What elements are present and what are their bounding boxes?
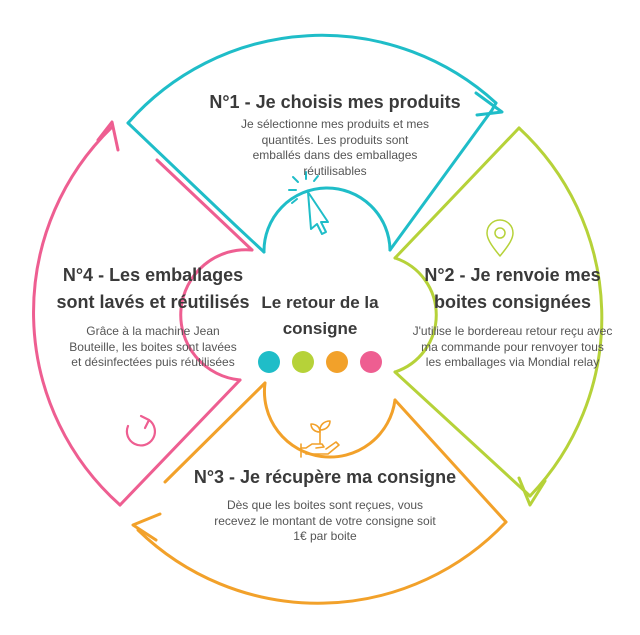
- step-4-title: N°4 - Les emballages sont lavés et réuti…: [56, 265, 250, 312]
- dot-pink: [360, 351, 382, 373]
- step-3-text: Dès que les boites sont reçues, vous rec…: [214, 498, 436, 543]
- dot-lime: [292, 351, 314, 373]
- step-4-text: Grâce à la machine Jean Bouteille, les b…: [69, 324, 237, 369]
- step-4-block: N°4 - Les emballages sont lavés et réuti…: [48, 262, 258, 371]
- step-1-title: N°1 - Je choisis mes produits: [209, 92, 461, 112]
- step-2-block: N°2 - Je renvoie mes boites consignées J…: [405, 262, 620, 371]
- quadrant-2-outline: [393, 126, 604, 507]
- step-2-title: N°2 - Je renvoie mes boites consignées: [424, 265, 601, 312]
- quadrant-1-outline: [126, 33, 504, 254]
- step-1-block: N°1 - Je choisis mes produits Je sélecti…: [185, 92, 485, 179]
- refresh-icon: [125, 414, 156, 447]
- dot-orange: [326, 351, 348, 373]
- step-3-block: N°3 - Je récupère ma consigne Dès que le…: [175, 467, 475, 545]
- quadrant-4-outline: [32, 120, 254, 507]
- color-dots: [258, 351, 382, 373]
- cursor-click-icon: [288, 171, 329, 235]
- center-circle: Le retour de la consigne: [245, 290, 395, 387]
- step-3-title: N°3 - Je récupère ma consigne: [193, 467, 457, 487]
- map-pin-icon: [486, 219, 514, 257]
- step-1-text: Je sélectionne mes produits et mes quant…: [240, 117, 430, 178]
- hand-plant-icon: [300, 420, 340, 458]
- quadrant-3-outline: [131, 381, 508, 605]
- dot-teal: [258, 351, 280, 373]
- step-2-text: J'utilise le bordereau retour reçu avec …: [412, 324, 613, 369]
- center-title: Le retour de la consigne: [261, 293, 379, 338]
